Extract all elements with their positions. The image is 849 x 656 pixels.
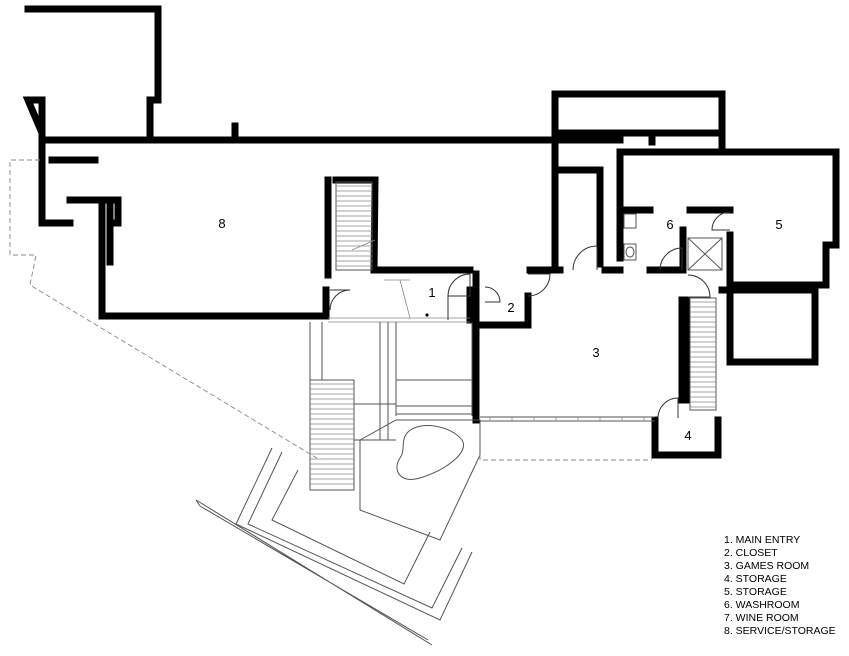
room-number-2: 2	[507, 300, 514, 315]
legend-item-storage-5: 5. STORAGE	[724, 586, 787, 598]
legend-item-wine-room: 7. WINE ROOM	[724, 612, 799, 624]
legend-item-closet: 2. CLOSET	[724, 547, 778, 559]
room-number-4: 4	[684, 428, 691, 443]
sink-icon	[623, 213, 637, 229]
room-3-walls	[472, 270, 532, 424]
room-4-walls	[651, 416, 722, 459]
stair-lower	[309, 379, 355, 491]
room-6-walls	[601, 206, 687, 274]
room-legend: 1. MAIN ENTRY 2. CLOSET 3. GAMES ROOM 4.…	[724, 534, 836, 638]
terrace-outline	[195, 447, 473, 646]
room-number-6: 6	[666, 217, 673, 232]
room-3-right-walls	[678, 296, 690, 404]
upper-right-walls	[551, 90, 726, 268]
room-number-5: 5	[775, 217, 782, 232]
annex-walls	[22, 5, 162, 137]
glazing-wall	[480, 416, 655, 422]
legend-item-washroom: 6. WASHROOM	[724, 599, 800, 611]
toilet-icon	[623, 243, 637, 261]
lower-right-walls	[718, 286, 819, 366]
entry-structure	[309, 239, 473, 490]
legend-item-service-storage: 8. SERVICE/STORAGE	[724, 625, 836, 637]
legend-item-storage-4: 4. STORAGE	[724, 573, 787, 585]
stair-right	[689, 297, 717, 411]
legend-item-main-entry: 1. MAIN ENTRY	[724, 534, 801, 546]
room-number-8: 8	[218, 216, 225, 231]
room-number-1: 1	[428, 285, 435, 300]
pond-shape	[396, 425, 465, 480]
shaft-box	[687, 237, 723, 271]
doors	[329, 211, 731, 419]
courtyard	[359, 419, 481, 541]
stair-upper	[335, 181, 373, 271]
washroom-fixtures	[623, 213, 723, 271]
entry-post	[425, 313, 429, 317]
legend-item-games-room: 3. GAMES ROOM	[724, 560, 810, 572]
room-number-3: 3	[592, 345, 599, 360]
room-8-walls	[38, 129, 564, 320]
dashed-outlines	[9, 159, 652, 461]
